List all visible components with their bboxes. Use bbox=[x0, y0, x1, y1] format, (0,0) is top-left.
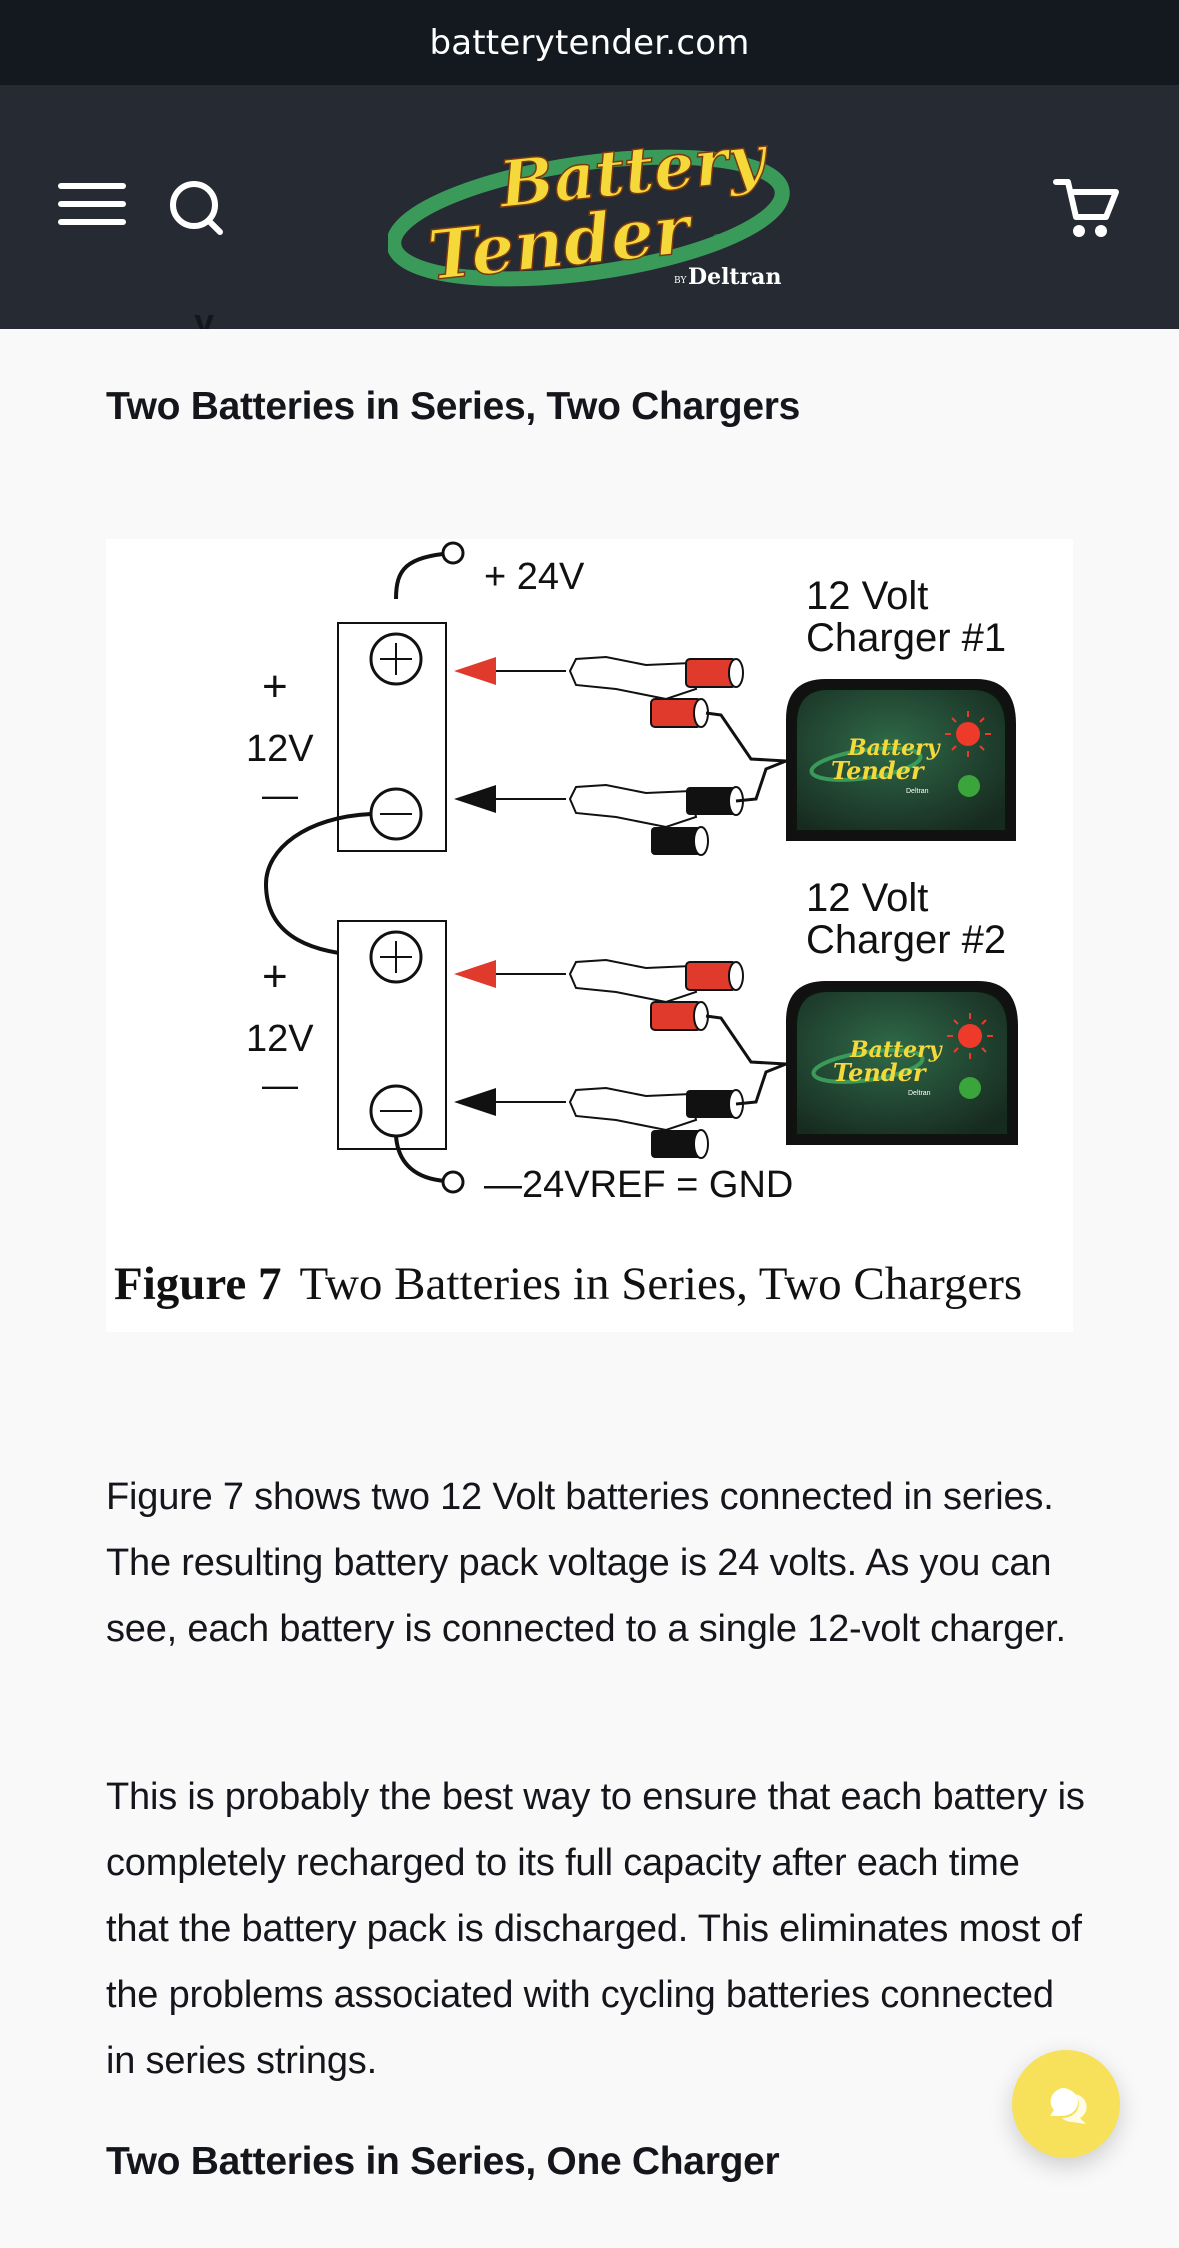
charger-1-led-red bbox=[956, 722, 980, 746]
search-icon bbox=[170, 181, 223, 235]
arrow-black-1 bbox=[454, 785, 566, 813]
section-heading-2: Two Batteries in Series, One Charger bbox=[106, 2140, 780, 2183]
charger-2-label-line2: Charger #2 bbox=[806, 918, 1006, 962]
charger-1: Battery Tender Deltran bbox=[786, 679, 1016, 841]
charger-2-logo-line2: Tender bbox=[833, 1058, 928, 1087]
wire-top bbox=[394, 551, 453, 600]
battery-2-voltage: 12V bbox=[246, 1018, 314, 1060]
url-text: batterytender.com bbox=[429, 22, 750, 63]
paragraph-1: Figure 7 shows two 12 Volt batteries con… bbox=[106, 1476, 1066, 1650]
cart-button[interactable] bbox=[1052, 177, 1124, 241]
wire-bottom bbox=[394, 1135, 447, 1183]
menu-button[interactable] bbox=[58, 182, 126, 232]
logo-by: BY bbox=[674, 276, 687, 286]
figure-label: Figure 7 bbox=[114, 1258, 282, 1310]
figure-caption: Figure 7 Two Batteries in Series, Two Cha… bbox=[114, 1257, 1022, 1311]
section-heading: Two Batteries in Series, Two Chargers bbox=[106, 385, 800, 428]
charger-2-led-green bbox=[959, 1077, 981, 1099]
battery-2-plus-sign: + bbox=[262, 952, 288, 1001]
arrow-red-2 bbox=[454, 960, 566, 988]
shopping-cart-icon bbox=[1053, 179, 1119, 237]
charger-2-label-line1: 12 Volt bbox=[806, 876, 928, 920]
battery-1-minus-sign: — bbox=[262, 774, 298, 815]
battery-2-minus-sign: — bbox=[262, 1064, 298, 1105]
battery-1-voltage: 12V bbox=[246, 728, 314, 770]
logo-brand: Deltran bbox=[688, 264, 781, 290]
clip-black-1 bbox=[568, 783, 744, 856]
clip-red-2 bbox=[568, 958, 744, 1031]
registered-mark: ® bbox=[713, 233, 721, 244]
charger-1-label-line1: 12 Volt bbox=[806, 574, 928, 618]
charger-2-led-red bbox=[958, 1024, 982, 1048]
clip-red-1 bbox=[568, 655, 744, 728]
terminal-bottom bbox=[441, 1170, 465, 1194]
charger-1-logo-brand: Deltran bbox=[906, 788, 929, 795]
terminal-top bbox=[441, 541, 465, 565]
battery-1-plus-sign: + bbox=[262, 662, 288, 711]
arrow-red-1 bbox=[454, 657, 566, 685]
charger-1-led-green bbox=[958, 775, 980, 797]
figure-title: Two Batteries in Series, Two Chargers bbox=[299, 1258, 1023, 1310]
charger-1-logo-line2: Tender bbox=[831, 756, 926, 785]
wiring-diagram: + 24V + 12V — + 12V — —24VREF = GND bbox=[246, 541, 1018, 1206]
clip-black-2 bbox=[568, 1086, 744, 1159]
label-plus-24v: + 24V bbox=[484, 556, 585, 598]
charger-2-cable bbox=[705, 1014, 787, 1106]
charger-2-logo-line1: Battery bbox=[849, 1037, 944, 1063]
battery-tender-logo[interactable]: Battery Tender ® BY Deltran bbox=[386, 119, 794, 299]
paragraph-2: This is probably the best way to ensure … bbox=[106, 1776, 1085, 2082]
figure-7: + 24V + 12V — + 12V — —24VREF = GND bbox=[106, 539, 1073, 1332]
logo-line2: Tender bbox=[424, 189, 697, 296]
arrow-black-2 bbox=[454, 1088, 566, 1116]
charger-1-cable bbox=[705, 711, 787, 803]
clipped-previous-text: y bbox=[106, 313, 286, 329]
chat-button[interactable] bbox=[1012, 2050, 1120, 2158]
hamburger-menu-icon bbox=[58, 183, 126, 225]
chat-bubbles-icon bbox=[1050, 2088, 1087, 2124]
site-header: Battery Tender ® BY Deltran bbox=[0, 85, 1179, 329]
logo-graphic: Battery Tender ® BY Deltran bbox=[386, 119, 790, 297]
browser-url-bar[interactable]: batterytender.com bbox=[0, 0, 1179, 85]
label-24vref-gnd: —24VREF = GND bbox=[484, 1164, 793, 1206]
charger-1-logo-line1: Battery bbox=[847, 735, 942, 761]
series-link-wire bbox=[263, 812, 372, 958]
search-button[interactable] bbox=[168, 179, 226, 239]
charger-1-label-line2: Charger #1 bbox=[806, 616, 1006, 660]
charger-2-logo-brand: Deltran bbox=[908, 1090, 931, 1097]
charger-2: Battery Tender Deltran bbox=[786, 981, 1018, 1145]
